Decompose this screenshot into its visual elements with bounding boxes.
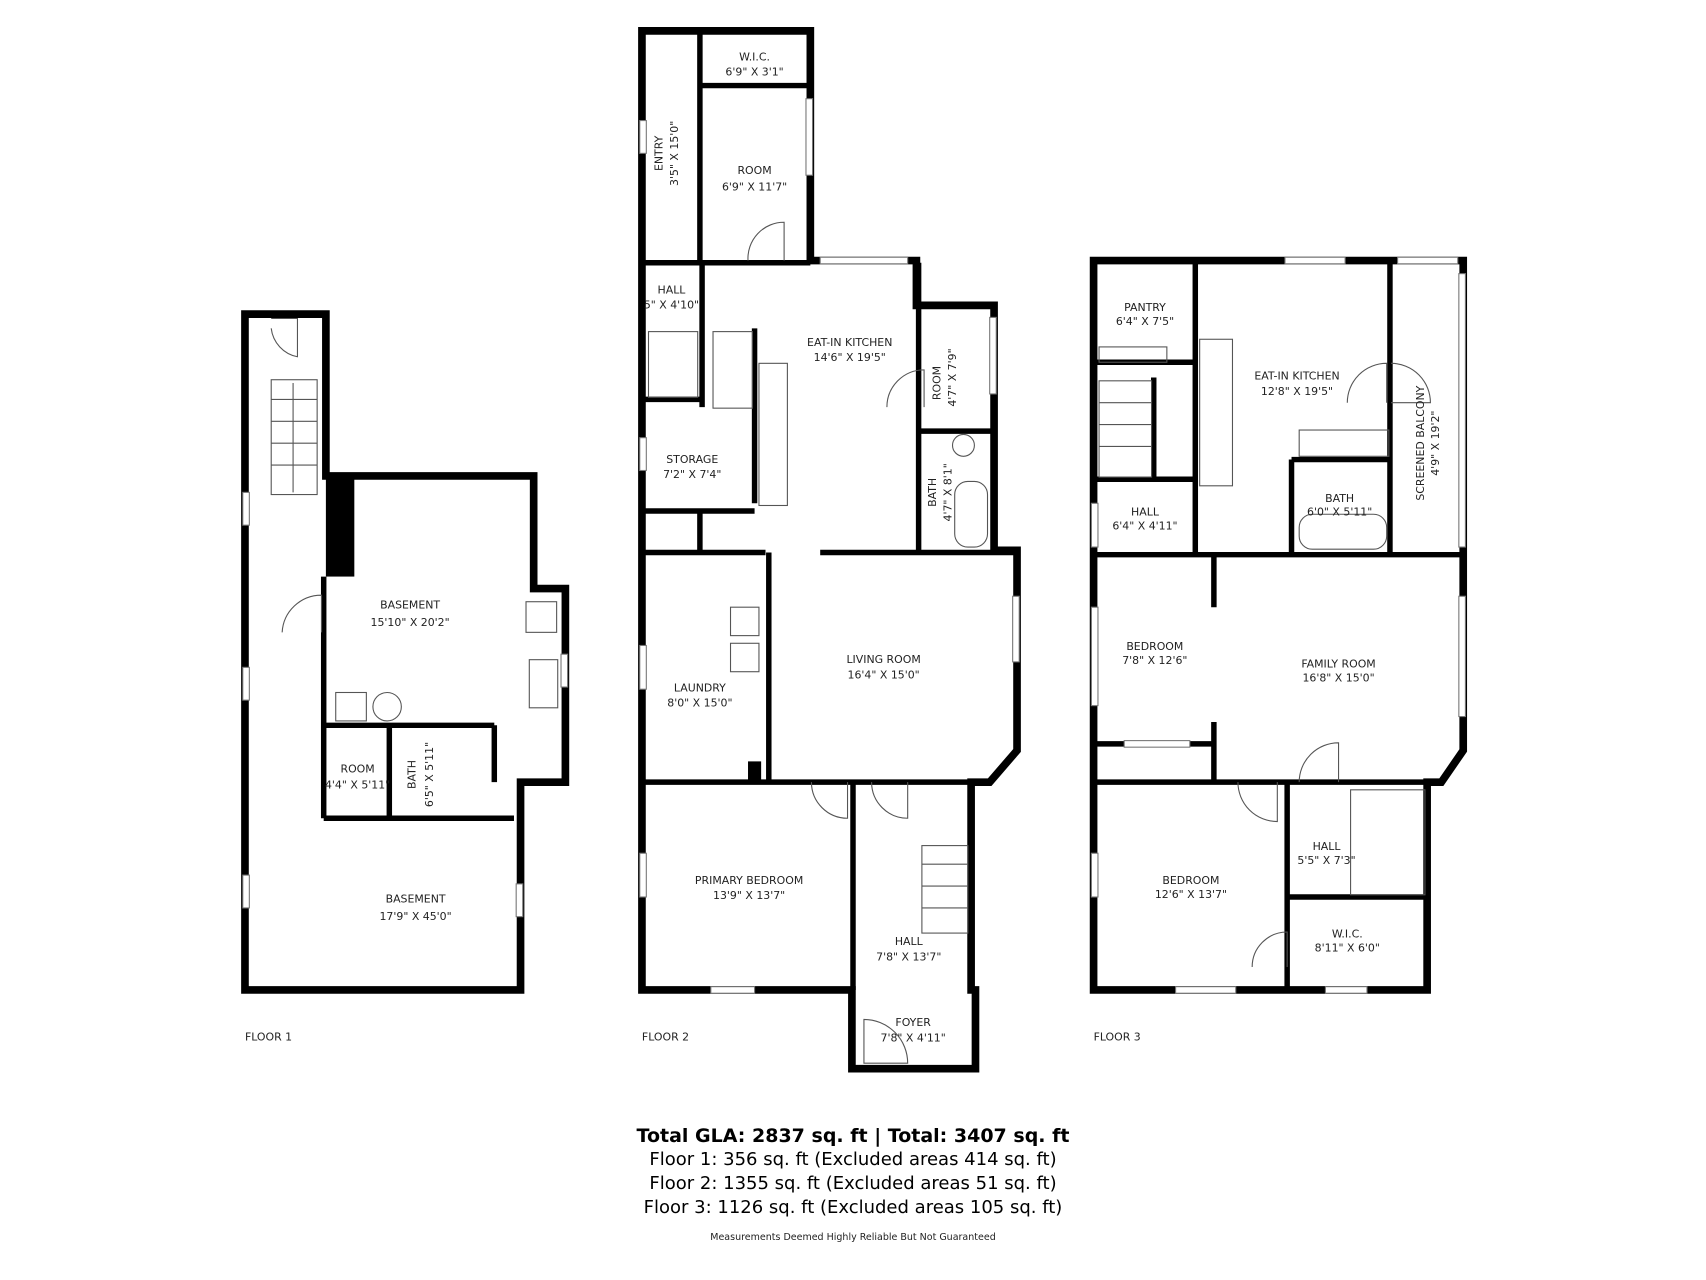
room-dims: 6'9" X 3'1" [725,66,783,79]
room-dims: 4'4" X 5'11" [325,779,390,792]
room-name: FOYER [895,1016,931,1029]
room-dims: 6'9" X 11'7" [722,181,787,194]
room-name: BEDROOM [1126,640,1183,653]
room-dims: 5'5" X 7'3" [1297,854,1355,867]
area-summary: Total GLA: 2837 sq. ft | Total: 3407 sq.… [0,1124,1706,1243]
room-name: ENTRY [653,135,666,171]
room-name: W.I.C. [739,50,770,63]
room-name: BEDROOM [1162,874,1219,887]
room-name: HALL [658,283,687,296]
room-dims: 7'8" X 4'11" [881,1031,946,1044]
room-dims: 16'8" X 15'0" [1302,672,1374,685]
room-name: SCREENED BALCONY [1414,385,1427,500]
room-dims: 7'8" X 13'7" [876,950,941,963]
room-name: BATH [926,478,939,507]
room-name: LAUNDRY [674,681,726,694]
room-name: ROOM [340,762,374,775]
room-dims: 13'9" X 13'7" [713,889,785,902]
room-dims: 8'0" X 15'0" [667,697,732,710]
room-name: ROOM [737,164,771,177]
room-dims: 15'10" X 20'2" [371,616,450,629]
room-name: W.I.C. [1332,927,1363,940]
floor-label: FLOOR 2 [642,1030,689,1043]
room-name: HALL [895,935,924,948]
room-name: BASEMENT [386,892,446,905]
room-dims: 16'4" X 15'0" [848,668,920,681]
room-dims: 6'0" X 5'11" [1307,505,1372,518]
room-name: BASEMENT [380,598,440,611]
room-dims: 4'7" X 7'9" [946,348,959,406]
room-dims: 12'8" X 19'5" [1261,385,1333,398]
room-name: BATH [406,760,419,789]
floor-3-area: Floor 3: 1126 sq. ft (Excluded areas 105… [643,1197,1063,1218]
room-dims: 6'5" X 5'11" [423,742,436,807]
room-dims: 4'9" X 19'2" [1429,411,1442,476]
room-name: ROOM [930,366,943,400]
room-dims: 6'4" X 7'5" [1116,315,1174,328]
room-dims: 3'5" X 15'0" [668,121,681,186]
room-name: LIVING ROOM [846,653,920,666]
room-name: FAMILY ROOM [1301,657,1375,670]
room-name: EAT-IN KITCHEN [807,336,892,349]
floor-label: FLOOR 3 [1094,1030,1141,1043]
disclaimer: Measurements Deemed Highly Reliable But … [710,1232,996,1243]
floor-3-plan: PANTRY 6'4" X 7'5" EAT-IN KITCHEN 12'8" … [1089,256,1468,1043]
floor-2-plan: W.I.C. 6'9" X 3'1" ENTRY 3'5" X 15'0" RO… [638,27,1021,1073]
floor-1-area: Floor 1: 356 sq. ft (Excluded areas 414 … [649,1149,1057,1170]
floor-1-plan: BASEMENT 15'10" X 20'2" ROOM 4'4" X 5'11… [241,310,570,1043]
room-name: STORAGE [666,453,718,466]
room-dims: 6'4" X 4'11" [1112,520,1177,533]
floor-label: FLOOR 1 [245,1030,292,1043]
room-dims: 4'7" X 8'1" [941,463,954,521]
room-dims: 7'2" X 7'4" [663,468,721,481]
room-dims: 12'6" X 13'7" [1155,888,1227,901]
room-name: PRIMARY BEDROOM [695,874,803,887]
room-dims: 7'8" X 12'6" [1122,654,1187,667]
room-dims: 17'9" X 45'0" [379,910,451,923]
room-name: PANTRY [1124,301,1166,314]
room-name: HALL [1313,840,1342,853]
floor-2-area: Floor 2: 1355 sq. ft (Excluded areas 51 … [649,1173,1057,1194]
room-name: EAT-IN KITCHEN [1254,370,1339,383]
total-area: Total GLA: 2837 sq. ft | Total: 3407 sq.… [636,1125,1070,1147]
room-dims: 14'6" X 19'5" [814,351,886,364]
room-name: BATH [1325,492,1354,505]
room-name: HALL [1131,505,1160,518]
room-dims: 8'11" X 6'0" [1315,942,1380,955]
room-dims: 5" X 4'10" [644,299,699,312]
